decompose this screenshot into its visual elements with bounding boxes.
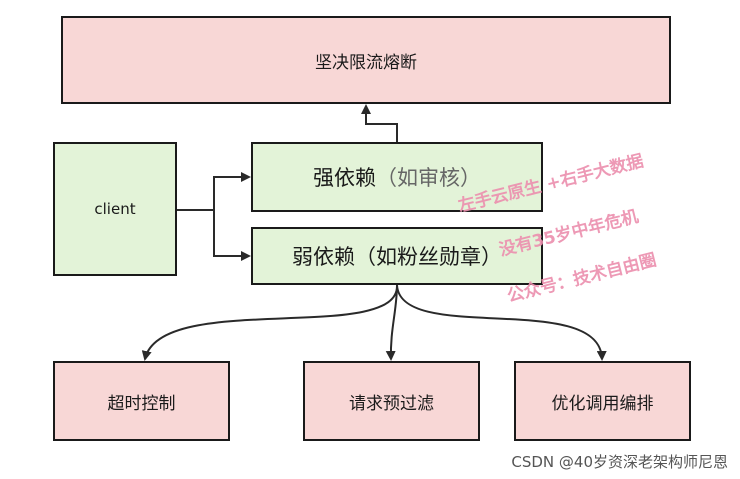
strong-dependency-example: （如审核） xyxy=(376,166,481,190)
edge-client-strong xyxy=(177,172,251,211)
weak-dependency-box: 弱依赖（如粉丝勋章） xyxy=(251,227,543,285)
footer-credit: CSDN @40岁资深老架构师尼恩 xyxy=(511,453,728,471)
request-prefilter-label: 请求预过滤 xyxy=(349,393,434,414)
timeout-control-box: 超时控制 xyxy=(53,361,230,441)
edge-strong-top xyxy=(361,104,398,142)
circuit-breaker-label: 坚决限流熔断 xyxy=(315,52,417,73)
edge-weak-timeout xyxy=(141,284,399,361)
request-prefilter-box: 请求预过滤 xyxy=(303,361,480,441)
timeout-control-label: 超时控制 xyxy=(107,393,176,414)
call-orchestration-label: 优化调用编排 xyxy=(551,393,654,414)
call-orchestration-box: 优化调用编排 xyxy=(514,361,691,441)
client-box: client xyxy=(53,142,177,276)
edge-client-weak xyxy=(213,210,251,261)
strong-dependency-label: 强依赖 xyxy=(313,166,376,190)
weak-dependency-label: 弱依赖（如粉丝勋章） xyxy=(292,245,502,269)
edge-weak-orchestration xyxy=(396,284,607,361)
strong-dependency-box: 强依赖（如审核） xyxy=(251,142,543,212)
circuit-breaker-box: 坚决限流熔断 xyxy=(61,16,671,104)
client-label: client xyxy=(94,200,136,218)
edge-weak-filter xyxy=(385,284,398,361)
